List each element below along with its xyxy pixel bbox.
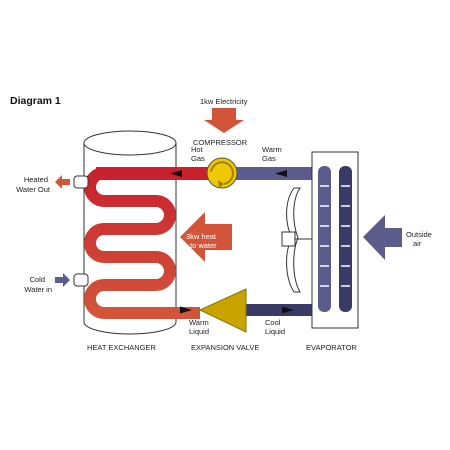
expansion-valve-label: EXPANSION VALVE	[191, 343, 259, 352]
compressor	[206, 157, 238, 189]
warm-gas-label-2: Gas	[262, 154, 276, 163]
cool-liquid-line	[244, 304, 318, 316]
heated-water-connector	[73, 175, 89, 189]
heat-label-1: 3kw heat	[186, 232, 217, 241]
warm-liquid-label-2: Liquid	[189, 327, 209, 336]
cool-liquid-label-1: Cool	[265, 318, 281, 327]
cool-liquid-label-2: Liquid	[265, 327, 285, 336]
evaporator	[311, 151, 359, 329]
flow-arrow-warm-liquid	[180, 306, 192, 314]
heated-water-label-1: Heated	[24, 175, 48, 184]
heat-label-2: to water	[190, 241, 217, 250]
flow-arrow-cool-liquid	[282, 306, 294, 314]
warm-gas-label-1: Warm	[262, 145, 282, 154]
evaporator-label: EVAPORATOR	[306, 343, 357, 352]
heat-transfer-arrow	[180, 212, 232, 262]
outside-air-label-2: air	[413, 239, 422, 248]
cold-water-arrow	[55, 273, 70, 287]
heated-water-label-2: Water Out	[16, 185, 51, 194]
electricity-label: 1kw Electricity	[200, 97, 248, 106]
evaporator-fan	[281, 187, 313, 293]
compressor-label: COMPRESSOR	[193, 138, 248, 147]
diagram-title: Diagram 1	[10, 95, 61, 107]
warm-liquid-label-1: Warm	[189, 318, 209, 327]
hot-gas-label-1: Hot	[191, 145, 204, 154]
cold-water-connector	[73, 273, 89, 287]
cold-water-label-2: Water in	[24, 285, 52, 294]
hot-gas-label-2: Gas	[191, 154, 205, 163]
outside-air-arrow	[363, 215, 402, 260]
heat-exchanger-coil	[84, 167, 200, 319]
heated-water-arrow	[55, 175, 70, 189]
heat-exchanger-label: HEAT EXCHANGER	[87, 343, 156, 352]
cold-water-label-1: Cold	[30, 275, 45, 284]
flow-arrow-hot-gas	[170, 170, 182, 177]
flow-arrow-warm-gas	[275, 170, 287, 177]
electricity-arrow	[204, 108, 244, 133]
outside-air-label-1: Outside	[406, 230, 432, 239]
expansion-valve	[198, 288, 247, 333]
